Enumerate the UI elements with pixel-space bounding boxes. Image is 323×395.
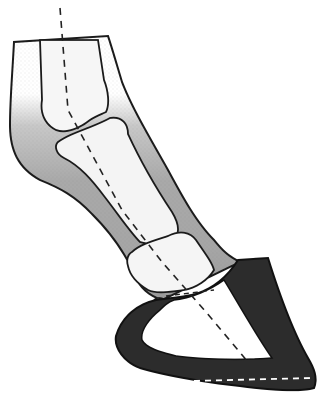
hoof-pastern-axis-diagram [0, 0, 323, 395]
diagram-canvas [0, 0, 323, 395]
